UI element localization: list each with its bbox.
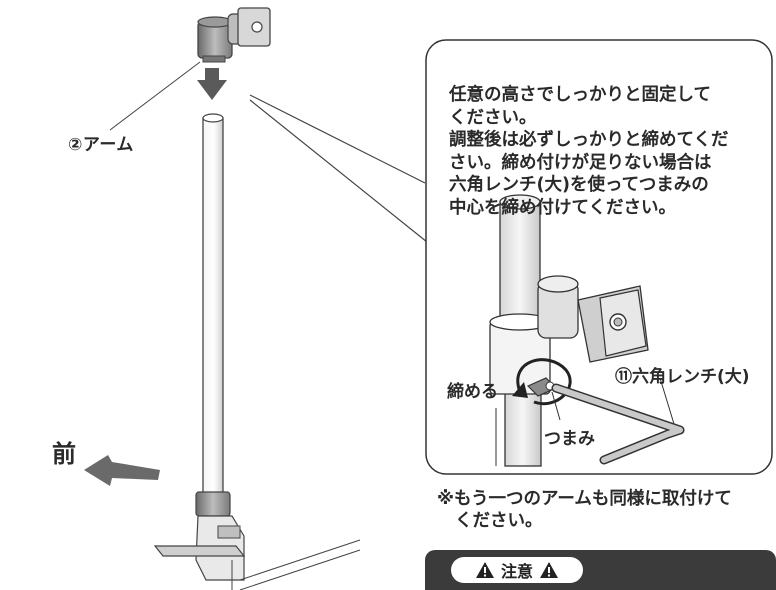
zoom-line-bottom: [249, 99, 433, 247]
callout-line: ください。: [449, 107, 537, 128]
note-line: ※もう一つのアームも同様に取付けて: [437, 489, 732, 509]
arm-part-drawing: [197, 7, 271, 63]
callout-line: 調整後は必ずしっかりと締めてくだ: [449, 130, 729, 150]
arm-leader-line: [109, 61, 201, 131]
hex-wrench-label: ⑪六角レンチ(大): [615, 367, 750, 387]
caution-badge: 注意: [451, 557, 583, 583]
tighten-label: 締める: [447, 382, 498, 402]
note-text: ※もう一つのアームも同様に取付けて ください。: [437, 488, 773, 532]
warning-triangle-icon: [540, 562, 558, 578]
pole-drawing: [202, 113, 224, 519]
note-line: ください。: [455, 511, 543, 531]
zoom-line-top: [249, 94, 426, 184]
callout-line: 中心を締め付けてください。: [449, 197, 676, 218]
arm-label: ②アーム: [68, 135, 134, 155]
callout-line: 六角レンチ(大)を使ってつまみの: [449, 175, 709, 195]
front-direction-label: 前: [52, 440, 76, 468]
warning-triangle-icon: [475, 562, 494, 578]
caution-label: 注意: [500, 562, 533, 581]
clamp-base-drawing: [153, 491, 361, 590]
callout-line: さい。締め付けが足りない場合は: [449, 152, 712, 173]
callout-line: 任意の高さでしっかりと固定して: [449, 85, 711, 105]
callout-instructions: 任意の高さでしっかりと固定して ください。 調整後は必ずしっかりと締めてくだ さ…: [449, 84, 769, 219]
knob-label: つまみ: [544, 429, 595, 449]
down-arrow-icon: [197, 68, 227, 100]
front-arrow-icon: [84, 455, 160, 486]
zoomed-clamp-detail: [489, 194, 685, 467]
